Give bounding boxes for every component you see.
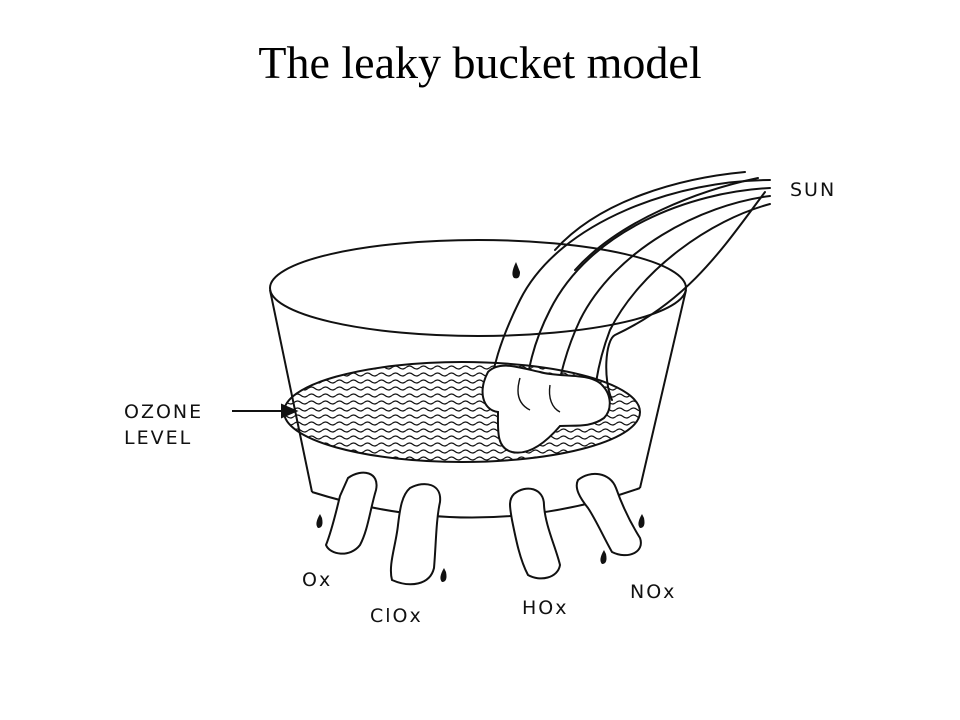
sun-stream	[487, 171, 771, 401]
label-sun: SUN	[790, 179, 836, 201]
slide-title: The leaky bucket model	[258, 37, 702, 88]
leak-ox-shape	[324, 471, 378, 555]
bucket-rim	[269, 239, 687, 337]
bucket-right-wall	[639, 289, 687, 489]
leak-nox-shape	[575, 472, 642, 557]
label-leak-hox: HOx	[522, 597, 569, 619]
bucket-left-wall	[269, 289, 313, 493]
drop-top	[512, 262, 520, 279]
label-ozone-line1: OZONE	[124, 401, 203, 423]
ozone-level-arrow	[232, 403, 299, 419]
label-ozone-line2: LEVEL	[124, 427, 192, 449]
hand-shape	[481, 364, 611, 454]
drips	[316, 514, 645, 582]
label-leak-nox: NOx	[630, 581, 676, 603]
leak-hox-shape	[509, 487, 562, 580]
leak-clox-shape	[389, 483, 442, 586]
label-leak-ox: Ox	[302, 569, 332, 591]
label-leak-clox: ClOx	[370, 605, 423, 627]
leaks	[324, 471, 642, 586]
